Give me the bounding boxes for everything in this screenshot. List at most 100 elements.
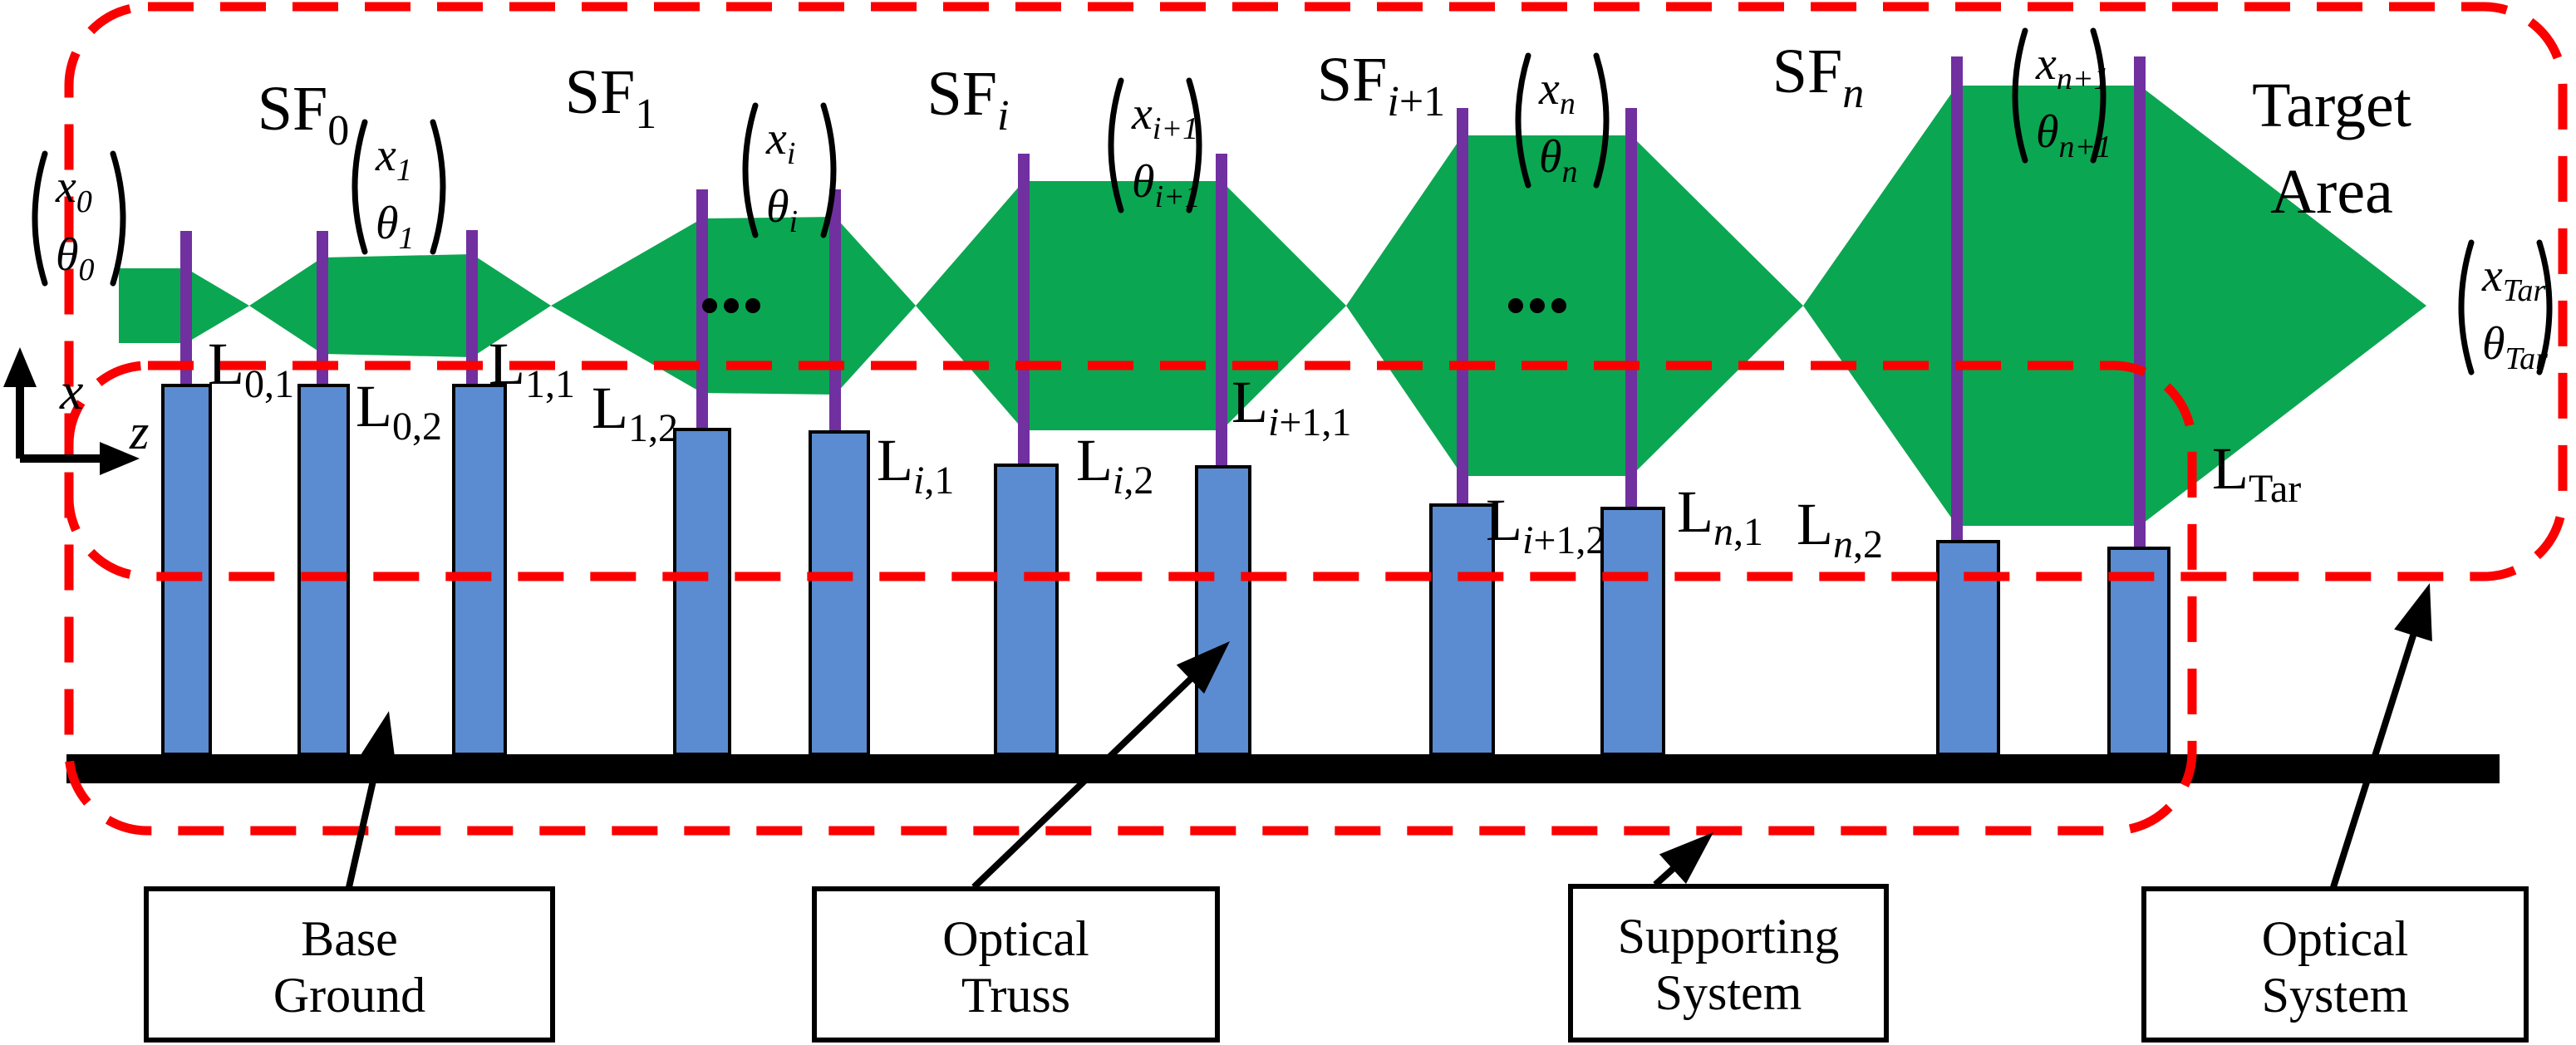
vector-paren-left [1515, 52, 1531, 189]
z-axis-arrowhead [100, 442, 140, 475]
support-pillar [1429, 503, 1495, 756]
support-pillar [1195, 465, 1251, 756]
vector-paren-left [1108, 77, 1124, 213]
vector-paren-right [1593, 52, 1610, 189]
vector-paren-right [2536, 239, 2553, 375]
laser-beam-segment [835, 181, 1024, 430]
laser-beam-segment [2140, 86, 2426, 526]
callout-arrow-head [1659, 832, 1713, 884]
laser-beam-segment [1024, 181, 1222, 430]
callout-arrow-line [346, 743, 386, 888]
callout-label-line2: System [1655, 965, 1802, 1020]
ellipsis-dot [1551, 298, 1566, 313]
lens-name-label: L0,2 [356, 373, 442, 449]
target-area-label-line2: Area [2270, 157, 2393, 227]
vector-component-x: xi [765, 113, 795, 171]
sf-section-label: SF0 [258, 74, 350, 155]
vector-component-x: xi+1 [1131, 88, 1198, 146]
callout-box [1568, 884, 1889, 1043]
laser-beam-segment [702, 217, 835, 395]
supporting-system-boundary [64, 361, 2197, 836]
support-pillar [2107, 547, 2170, 756]
ellipsis-dot [1508, 298, 1523, 313]
support-pillar [809, 430, 870, 756]
laser-beam-segment [1222, 135, 1463, 476]
lens-line [317, 231, 328, 385]
ellipsis-dot [724, 298, 739, 313]
vector-paren-right [2090, 27, 2107, 164]
vector-paren-right [1186, 77, 1202, 213]
vector-component-theta: θ1 [376, 198, 415, 256]
callout-label-line2: Truss [961, 968, 1070, 1023]
z-axis-label: z [129, 405, 149, 459]
vector-paren-right [110, 150, 126, 287]
support-pillar [1600, 507, 1665, 756]
callout-arrow-head [357, 711, 396, 769]
callout-label-line2: Ground [273, 968, 425, 1023]
lens-line [1018, 154, 1030, 465]
x-axis-arrowhead [3, 347, 37, 387]
base-ground-bar [66, 754, 2500, 783]
callout-box [812, 886, 1220, 1043]
vector-component-theta: θn+1 [2036, 106, 2111, 164]
lens-name-label: LTar [2212, 435, 2301, 511]
laser-beam-segment [119, 268, 186, 343]
vector-component-theta: θn [1539, 131, 1578, 189]
lens-name-label: L0,1 [208, 331, 294, 406]
vector-component-x: x1 [375, 130, 412, 188]
vector-component-theta: θi [766, 181, 798, 239]
vector-paren-left [2458, 239, 2475, 375]
laser-beam-segment [1631, 86, 1957, 526]
sf-section-label: SFi [927, 59, 1010, 140]
optical-system-boundary [64, 2, 2568, 581]
lens-name-label: Ln,1 [1677, 478, 1763, 554]
lens-line [180, 231, 192, 385]
support-pillar [673, 428, 731, 756]
lens-name-label: L1,1 [489, 331, 575, 406]
lens-name-label: Li+1,1 [1231, 369, 1351, 444]
support-pillar [994, 464, 1059, 756]
lens-line [2134, 56, 2146, 555]
x-axis-label: x [59, 361, 83, 420]
laser-beam-segment [1463, 135, 1631, 476]
sf-section-label: SFn [1772, 37, 1865, 117]
vector-paren-left [742, 102, 759, 238]
callout-label-line2: System [2262, 968, 2409, 1023]
vector-paren-left [2012, 27, 2028, 164]
vector-component-x: xTar [2481, 250, 2546, 308]
support-pillar [297, 384, 350, 756]
lens-name-label: Li,1 [877, 427, 954, 503]
callout-label-line1: Supporting [1618, 909, 1840, 964]
ellipsis-dot [745, 298, 760, 313]
lens-name-label: L1,2 [592, 375, 678, 450]
vector-paren-left [351, 119, 368, 255]
target-area-label-line1: Target [2252, 71, 2411, 140]
laser-beam-segment [322, 254, 472, 357]
support-pillar [452, 384, 507, 756]
callout-box [2141, 886, 2529, 1043]
lens-line [1216, 154, 1227, 467]
lens-name-label: Li,2 [1076, 427, 1153, 503]
vector-component-theta: θ0 [56, 229, 95, 287]
vector-component-x: x0 [55, 161, 92, 219]
ellipsis-dot [1530, 298, 1545, 313]
lens-line [829, 189, 841, 431]
callout-arrow-line [2330, 613, 2423, 889]
vector-paren-left [32, 150, 48, 287]
lens-line [466, 230, 478, 386]
lens-line [1625, 108, 1637, 508]
laser-beam-segment [472, 218, 702, 393]
lens-name-label: Ln,2 [1797, 491, 1883, 567]
support-pillar [161, 384, 212, 756]
callout-box [144, 886, 555, 1043]
vector-paren-right [430, 119, 446, 255]
sf-section-label: SFi+1 [1317, 45, 1445, 125]
callout-label-line1: Optical [942, 911, 1089, 966]
vector-component-x: xn [1538, 63, 1576, 121]
callout-label-line1: Optical [2262, 911, 2409, 966]
laser-beam-segment [186, 258, 322, 354]
vector-component-theta: θi+1 [1132, 156, 1201, 214]
callout-arrow-head [1176, 641, 1230, 694]
